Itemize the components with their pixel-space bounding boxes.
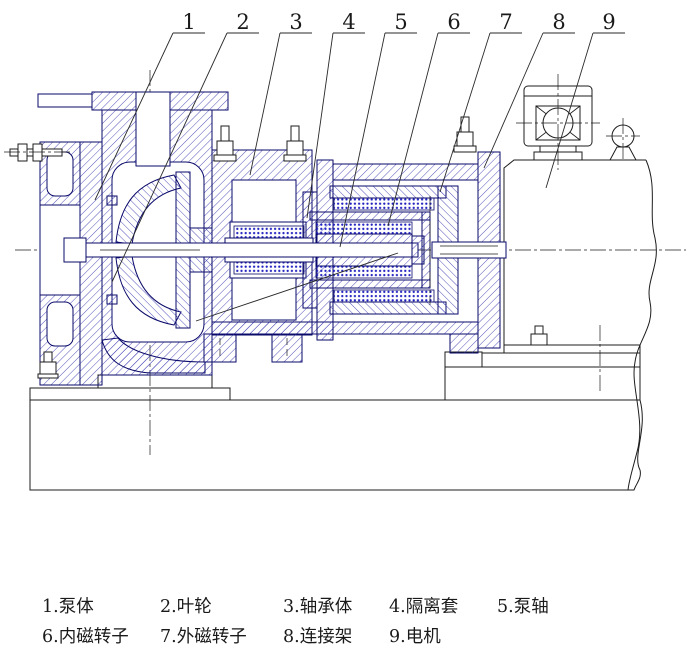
motor-support-plate: [481, 352, 641, 368]
callout-number: 7: [499, 10, 512, 34]
callout-number: 1: [182, 10, 195, 34]
legend-item: 8.连接架: [283, 627, 352, 647]
impeller-nut: [63, 237, 87, 263]
baseplate-body: [29, 399, 643, 491]
flange-pocket-bottom: [46, 301, 74, 347]
callouts: 1 2 3 4 5 6 7 8: [94, 10, 625, 283]
callout-number: 3: [289, 10, 302, 34]
bearing-housing-window-top: [231, 179, 297, 223]
frame-bottom-arm: [211, 321, 479, 335]
casing-front-cover: [79, 141, 103, 386]
inner-magnets-bottom: [315, 265, 413, 279]
legend-item: 7.外磁转子: [160, 627, 247, 647]
inner-magnets-top: [315, 221, 413, 235]
bolt-casing-bracket: [213, 125, 237, 162]
frame-foot-plinth: [444, 351, 483, 368]
bolt-nut: [530, 333, 548, 346]
motor-foot-bolt: [530, 325, 548, 346]
callout-5: 5: [339, 10, 417, 248]
pump-foot-pad: [29, 387, 231, 401]
callout-7: 7: [439, 10, 522, 193]
legend-item: 9.电机: [389, 627, 441, 647]
motor-break-line: [627, 159, 657, 491]
callout-6: 6: [387, 10, 470, 227]
bolt-head: [534, 325, 544, 335]
outer-rotor-rim-bottom: [329, 301, 447, 315]
callout-number: 9: [602, 10, 615, 34]
callout-3: 3: [249, 10, 312, 176]
junction-box: [516, 74, 600, 170]
annotation-line: [195, 252, 399, 322]
discharge-flange-facing: [37, 93, 93, 108]
discharge-channel: [135, 91, 171, 167]
callout-number: 2: [236, 10, 249, 34]
motor-support-block: [444, 366, 641, 401]
outer-rotor-rim-top: [329, 185, 447, 199]
sleeve-wall-bottom: [309, 279, 431, 289]
pump-foot-bolt: [37, 351, 59, 379]
top-bolts: [213, 116, 477, 162]
legend-item: 1.泵体: [42, 597, 94, 617]
motor: [503, 74, 657, 491]
callout-9: 9: [545, 10, 625, 189]
pump-shaft: [63, 235, 425, 265]
pump-pedestal: [97, 374, 213, 389]
bolt-frame-motor: [453, 116, 477, 153]
callout-4: 4: [306, 10, 365, 219]
legend-item: 5.泵轴: [497, 597, 549, 617]
callout-1: 1: [94, 10, 205, 201]
motor-foot-plate: [503, 344, 641, 354]
callout-number: 6: [447, 10, 460, 34]
legend-item: 3.轴承体: [283, 597, 353, 617]
callout-number: 4: [342, 10, 355, 34]
bolt-bracket-frame: [283, 125, 307, 162]
motor-outline: [503, 159, 646, 345]
flange-pocket-top: [46, 151, 74, 197]
motor-shaft: [431, 241, 507, 259]
shaft-end-washer: [411, 235, 425, 265]
frame-foot: [449, 333, 479, 354]
bearing-housing-window-bottom: [231, 277, 297, 321]
callout-8: 8: [483, 10, 575, 169]
wear-ring-top: [106, 195, 118, 206]
legend-item: 6.内磁转子: [42, 627, 129, 647]
callout-number: 8: [552, 10, 565, 34]
outer-magnets-top: [333, 197, 435, 211]
outer-magnets-bottom: [333, 289, 435, 303]
legend: 1.泵体 2.叶轮 3.轴承体 4.隔离套 5.泵轴 6.内磁转子 7.外磁转子…: [42, 597, 549, 647]
sleeve-wall-top: [309, 211, 431, 221]
motor-shaft-body: [431, 241, 507, 259]
baseplate: [29, 344, 643, 491]
callout-number: 5: [394, 10, 407, 34]
legend-item: 4.隔离套: [389, 597, 458, 617]
wear-ring-bottom: [106, 294, 118, 305]
eyebolt: [606, 118, 640, 161]
callout-2: 2: [111, 10, 259, 283]
legend-item: 2.叶轮: [160, 597, 212, 617]
suction-flange-stud: [4, 143, 70, 162]
